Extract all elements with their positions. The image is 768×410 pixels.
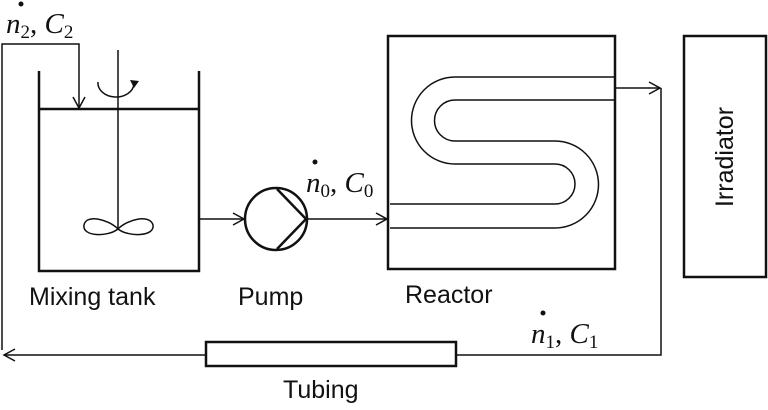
rotation-arrowhead-icon (130, 80, 139, 88)
mixing-tank-label: Mixing tank (29, 283, 156, 311)
tank-vessel (37, 71, 201, 273)
pump-icon (243, 186, 309, 252)
reactor-channel-outer (390, 76, 615, 205)
irradiator-box (682, 34, 768, 279)
flow-rate-dot (18, 1, 24, 7)
stream-1-label: n1, C1 (531, 310, 598, 353)
reactor-box (386, 34, 617, 271)
impeller-icon (83, 218, 154, 236)
reactor-label: Reactor (405, 281, 493, 309)
feed-line-to-tank (1, 43, 86, 350)
return-line (1, 43, 662, 362)
flow-rate-dot (540, 310, 546, 316)
svg-text:n2, C2: n2, C2 (6, 8, 73, 43)
reactor-channel-inner (390, 99, 615, 229)
pump-label: Pump (238, 283, 303, 311)
tubing-label: Tubing (283, 376, 359, 404)
svg-text:n1, C1: n1, C1 (531, 318, 598, 353)
stream-2-label: n2, C2 (6, 1, 73, 43)
rotation-arrow-icon (97, 81, 135, 98)
irradiator-label: Irradiator (711, 107, 739, 207)
flow-rate-dot (312, 159, 318, 165)
svg-text:n0, C0: n0, C0 (306, 167, 373, 202)
mixing-tank (37, 50, 201, 273)
reactor (386, 34, 617, 271)
stream-0-label: n0, C0 (306, 159, 373, 202)
tubing (204, 340, 458, 368)
return-line-right-segment (456, 88, 662, 356)
